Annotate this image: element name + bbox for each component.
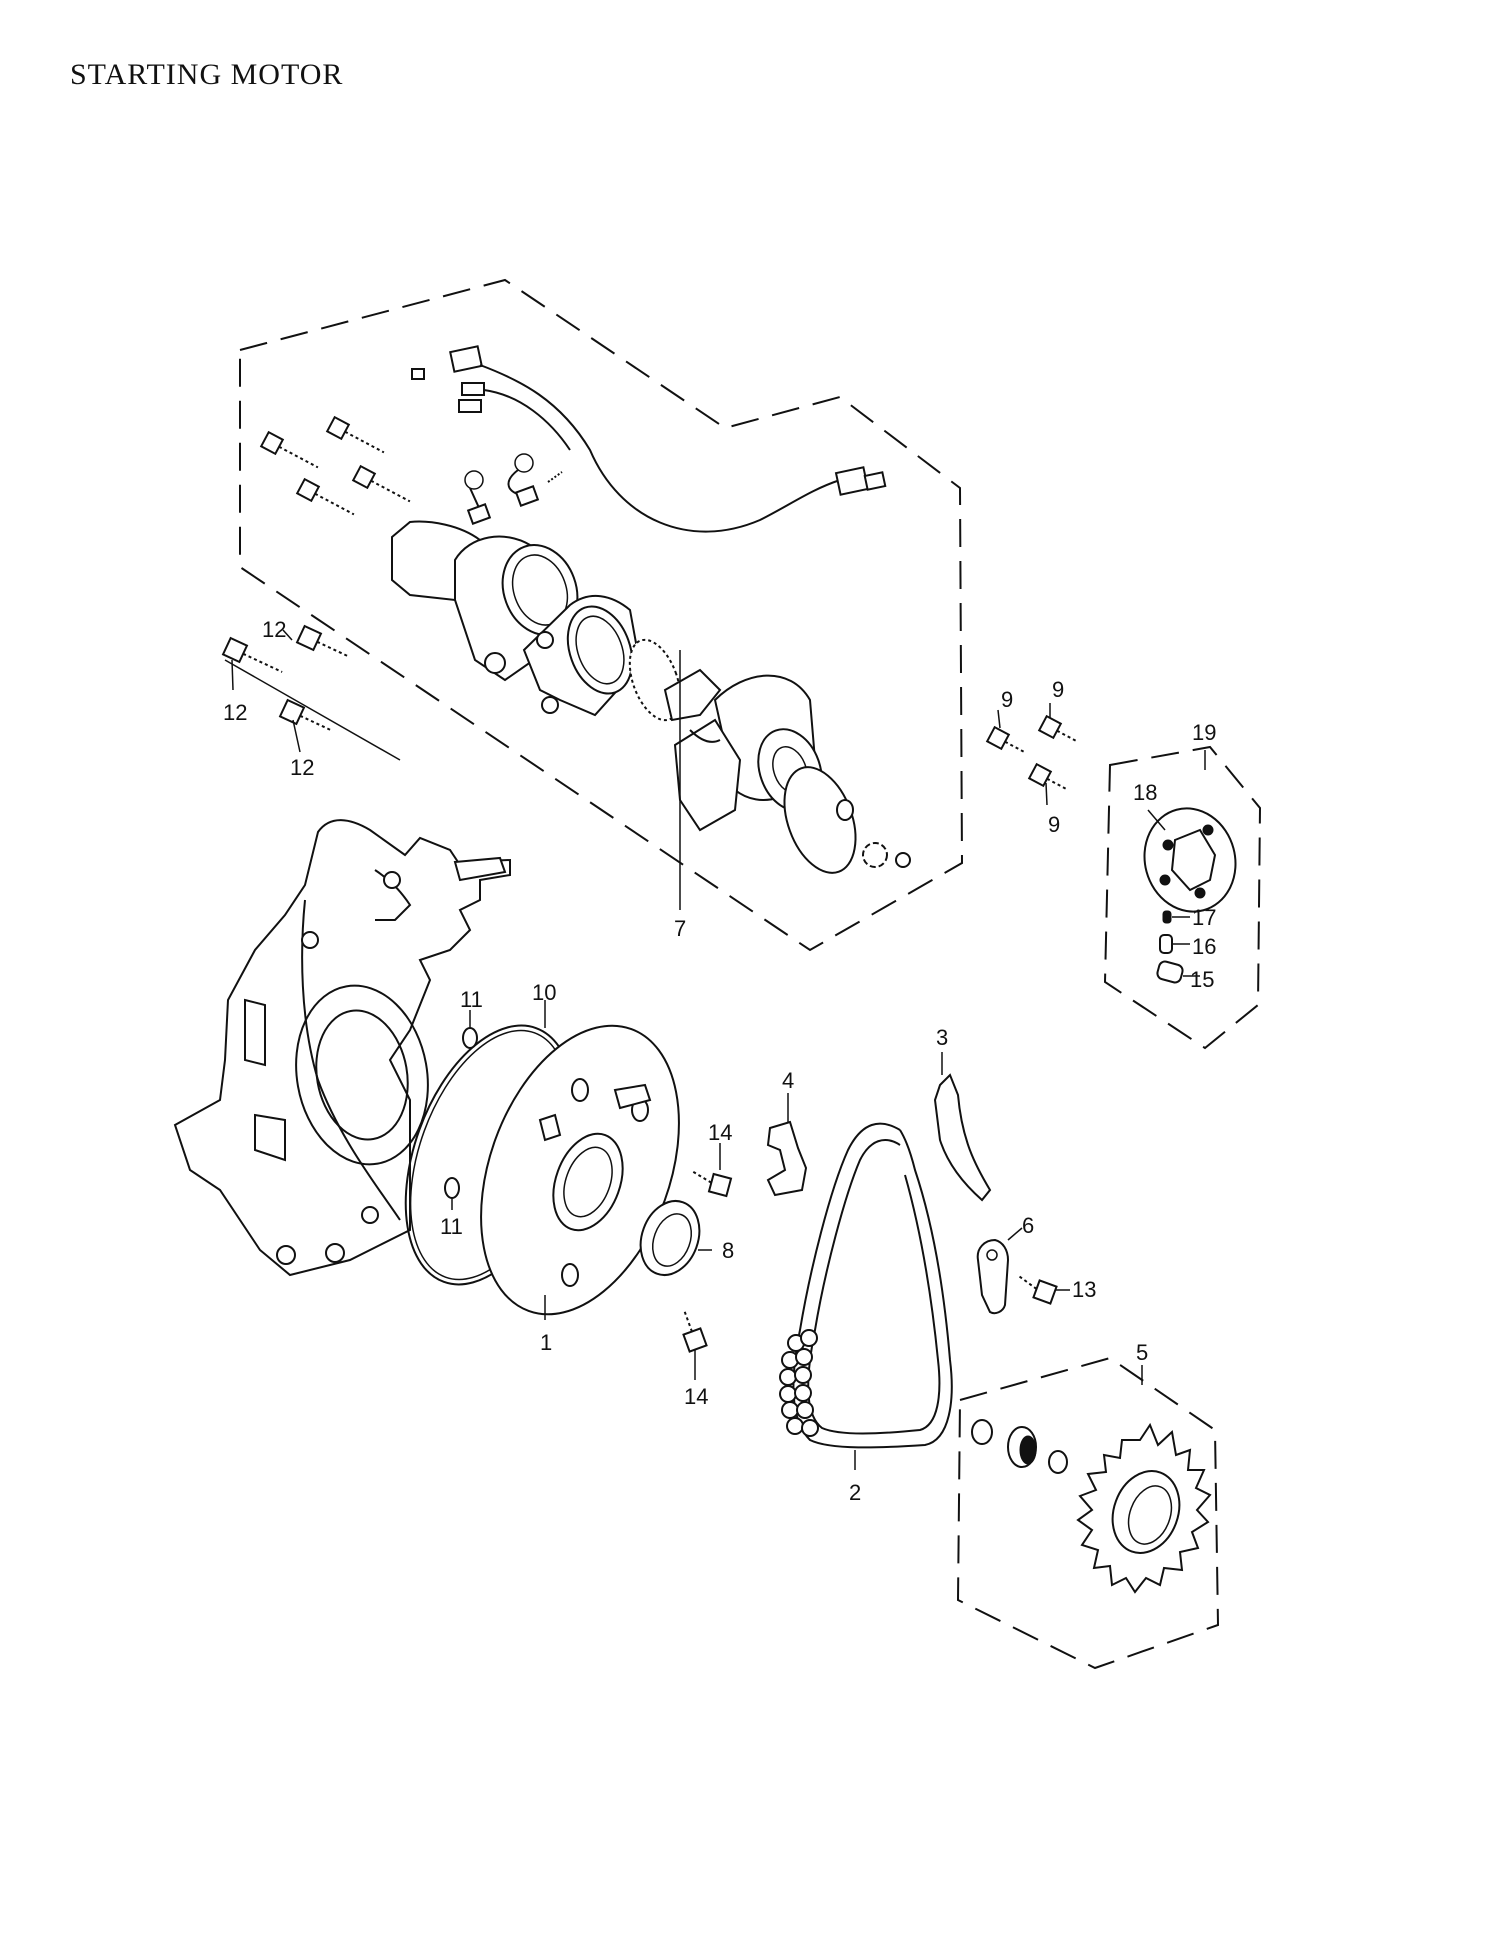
label-12-c: 12: [290, 755, 314, 780]
label-18: 18: [1133, 780, 1157, 805]
label-4: 4: [782, 1068, 794, 1093]
tensioner-6: [976, 1227, 1023, 1315]
leader-line: [1147, 809, 1166, 831]
label-17: 17: [1192, 905, 1216, 930]
bolt-12-b: [295, 624, 351, 658]
screw-14-b: [682, 1311, 708, 1353]
starter-assembly-boundary: [239, 278, 964, 952]
label-12-a: 12: [262, 617, 286, 642]
motor-screws: [259, 415, 563, 516]
pin-11-b: [444, 1177, 460, 1210]
label-9-c: 9: [1048, 812, 1060, 837]
label-15: 15: [1190, 967, 1214, 992]
label-6: 6: [1022, 1213, 1034, 1238]
pin-11-a: [462, 1010, 478, 1049]
group-19-boundary: [1103, 745, 1262, 1050]
diagram-title: STARTING MOTOR: [70, 58, 344, 91]
brush-terminals: [464, 453, 540, 525]
label-10: 10: [532, 980, 556, 1005]
part-17: [1162, 910, 1190, 924]
leader-line: [282, 629, 293, 641]
leader-line: [231, 659, 234, 691]
group-5-boundary: [956, 1356, 1220, 1670]
screw-14-a: [692, 1170, 733, 1198]
leader-line: [292, 719, 301, 753]
label-1: 1: [540, 1330, 552, 1355]
label-9-a: 9: [1001, 687, 1013, 712]
crankcase-cover: [173, 819, 511, 1277]
wiring-harness: [411, 345, 887, 533]
leader-line: [224, 659, 401, 761]
label-8: 8: [722, 1238, 734, 1263]
bolt-12-a: [221, 636, 283, 673]
label-14-b: 14: [684, 1384, 708, 1409]
label-5: 5: [1136, 1340, 1148, 1365]
plate-1: [480, 1024, 680, 1316]
bolt-9-b: [1037, 714, 1077, 742]
label-14-a: 14: [708, 1120, 732, 1145]
label-12-b: 12: [223, 700, 247, 725]
bolt-9-a: [985, 725, 1025, 753]
leader-line: [1045, 782, 1048, 806]
label-19: 19: [1192, 720, 1216, 745]
seal-8: [639, 1200, 712, 1276]
leader-line: [997, 709, 1001, 729]
part-16: [1159, 934, 1190, 954]
label-11-b: 11: [440, 1214, 463, 1239]
part-labels: 1 2 3 4 5 6 7 8 9 9 9 10 11 11 12 12 12 …: [223, 617, 1216, 1505]
label-7: 7: [674, 916, 686, 941]
guide-4: [766, 1093, 808, 1197]
starter-motor-body: [391, 520, 911, 874]
bolt-9-c: [1027, 762, 1067, 790]
rotor-18: [1143, 807, 1237, 913]
label-3: 3: [936, 1025, 948, 1050]
label-13: 13: [1072, 1277, 1096, 1302]
guide-3: [933, 1052, 992, 1202]
sprocket-5: [971, 1419, 1212, 1594]
label-2: 2: [849, 1480, 861, 1505]
part-15: [1156, 960, 1200, 984]
label-16: 16: [1192, 934, 1216, 959]
label-9-b: 9: [1052, 677, 1064, 702]
bolt-13: [1018, 1275, 1058, 1305]
label-11-a: 11: [460, 987, 483, 1012]
chain-2: [779, 1122, 953, 1470]
